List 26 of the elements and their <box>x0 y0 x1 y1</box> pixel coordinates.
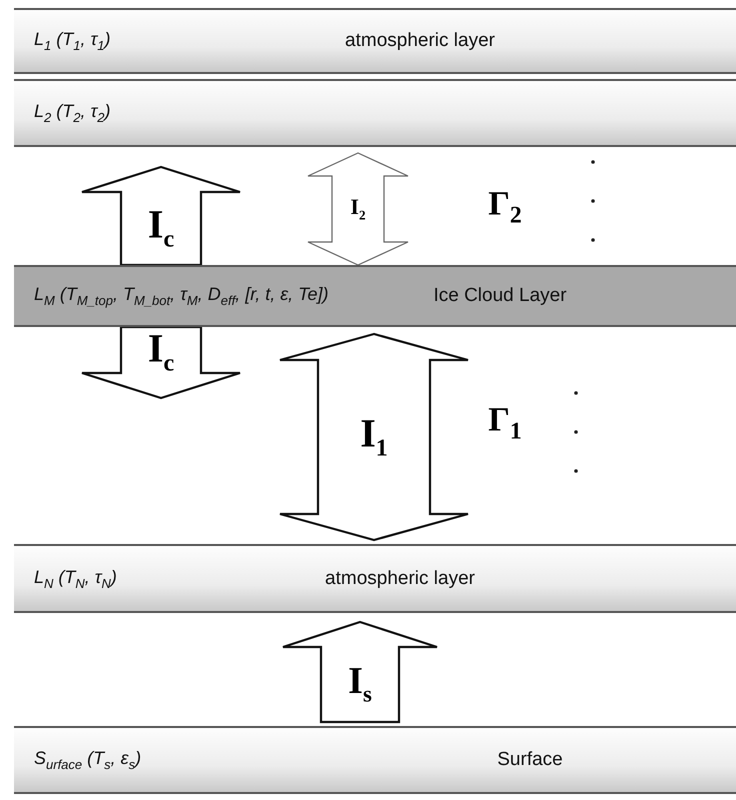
layer-band <box>14 726 736 794</box>
layer-parameters: L$_{2}$ (T$_{2}$, τ$_{2}$) <box>34 101 110 125</box>
layer-group-label: Γ$_{2}$ <box>488 188 522 228</box>
layer-name: atmospheric layer <box>325 568 475 590</box>
layer-band <box>14 8 736 74</box>
layer-band <box>14 544 736 613</box>
layer-parameters: S$_{urface}$ (T$_{s}$, ε$_{s}$) <box>34 748 142 772</box>
edge-label: I$_{1}$ <box>360 414 388 460</box>
block-arrow <box>307 152 409 266</box>
layer-band <box>14 79 736 147</box>
cloud-layer-band <box>14 265 736 327</box>
edge-label: I$_{s}$ <box>348 662 372 706</box>
block-arrow <box>282 620 438 724</box>
block-arrow <box>80 166 242 266</box>
layer-name: Ice Cloud Layer <box>433 285 567 307</box>
edge-label: I$_{c}$ <box>148 204 174 252</box>
edge-label: I$_{c}$ <box>148 328 174 376</box>
block-arrow <box>278 332 470 542</box>
edge-label: I$_{2}$ <box>350 196 366 222</box>
layer-parameters: L$_{1}$ (T$_{1}$, τ$_{1}$) <box>34 29 110 53</box>
layer-group-label: Γ$_{1}$ <box>488 404 522 444</box>
block-arrow <box>80 326 242 400</box>
layer-name: Surface <box>497 749 563 771</box>
layer-name: atmospheric layer <box>345 30 495 52</box>
layer-parameters: L$_{N}$ (T$_{N}$, τ$_{N}$) <box>34 566 117 590</box>
layer-parameters: L$_{M}$ (T$_{M_top}$, T$_{M_bot}$, τ$_{M}$, D$_{eff}$, [r, t, ε, Te]) <box>34 284 328 308</box>
